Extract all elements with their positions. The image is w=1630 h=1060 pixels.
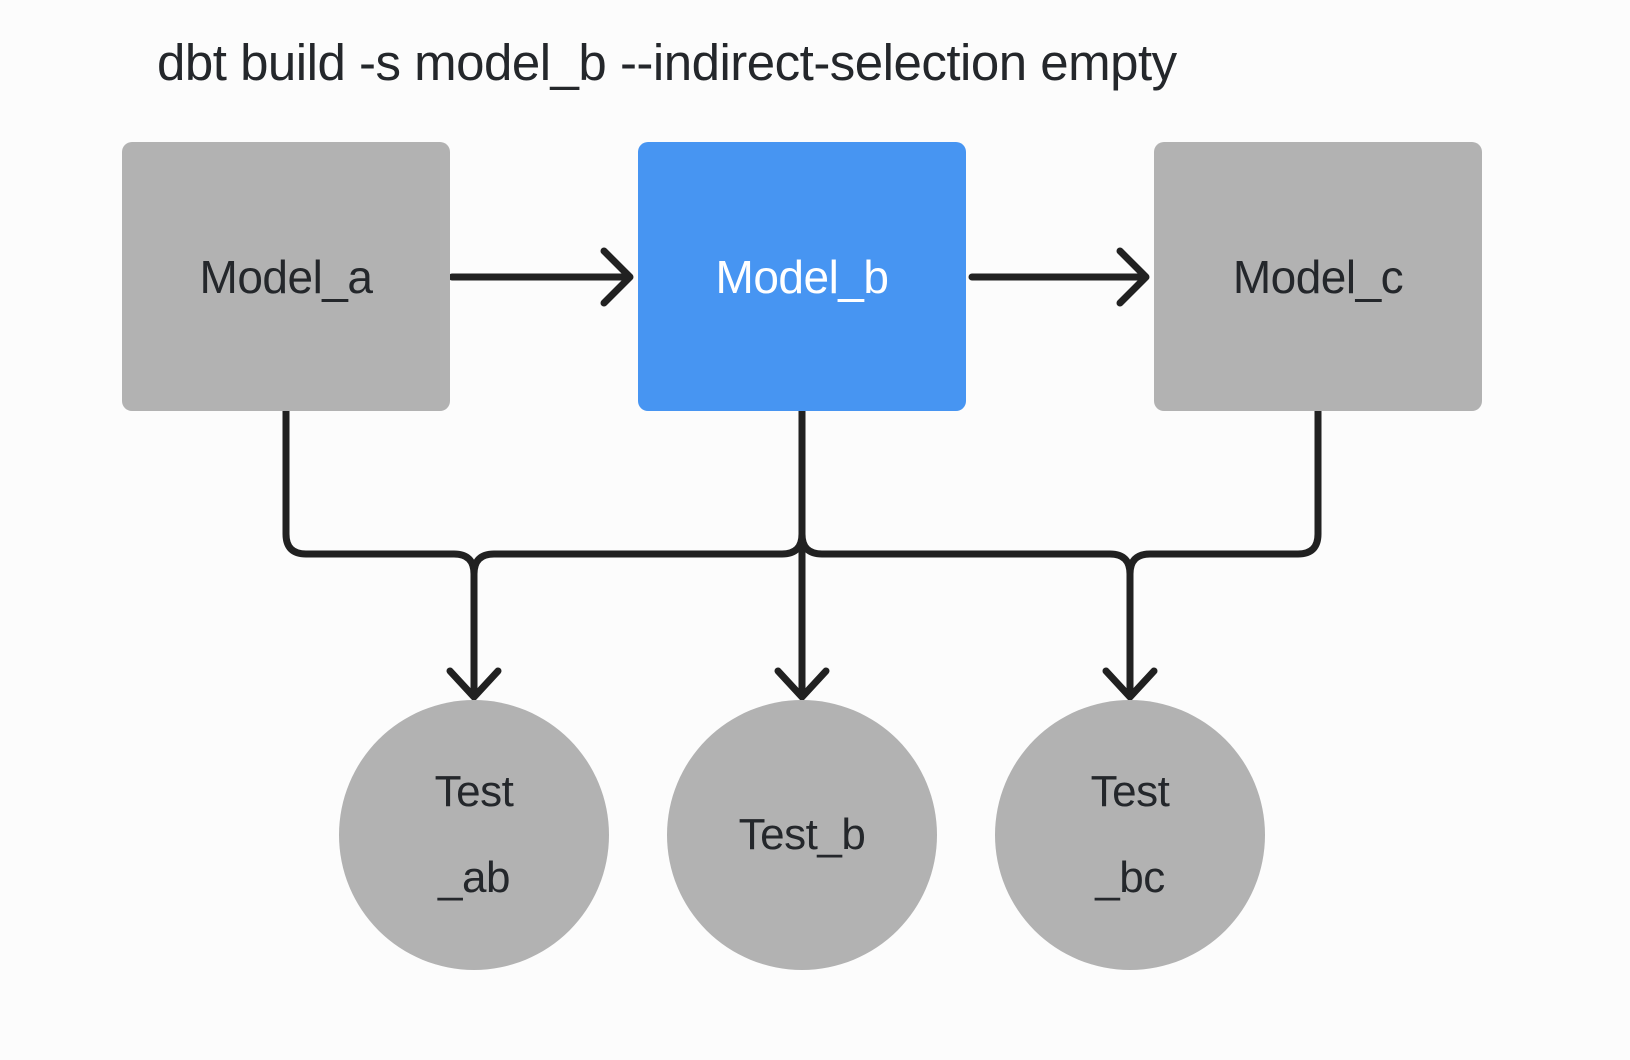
arrowhead-test-ab <box>446 667 502 701</box>
arrowhead-model-c <box>1116 247 1150 307</box>
node-test-ab-label-line2: _ab <box>438 853 510 902</box>
arrowhead-model-b <box>600 247 634 307</box>
node-model-c-label: Model_c <box>1232 250 1404 303</box>
edge-model-b-to-test-bc <box>798 407 1134 696</box>
node-model-b-label: Model_b <box>715 250 889 303</box>
node-test-b: Test_b <box>667 700 937 970</box>
node-test-b-label: Test_b <box>738 810 866 859</box>
node-test-ab-label-line1: Test <box>434 767 514 816</box>
node-test-bc-label-line2: _bc <box>1095 853 1165 902</box>
edge-model-c-to-test-bc <box>1126 407 1322 696</box>
node-model-c: Model_c <box>1154 142 1482 411</box>
node-test-bc-label-line1: Test <box>1090 767 1170 816</box>
node-test-bc: Test _bc <box>995 700 1265 970</box>
edge-model-b-to-test-ab <box>470 407 806 696</box>
arrowhead-test-b <box>774 667 830 701</box>
edge-model-a-to-test-ab <box>282 407 478 696</box>
node-test-ab: Test _ab <box>339 700 609 970</box>
diagram-title: dbt build -s model_b --indirect-selectio… <box>157 34 1177 91</box>
node-model-b: Model_b <box>638 142 966 411</box>
node-model-a: Model_a <box>122 142 450 411</box>
node-model-a-label: Model_a <box>199 250 373 303</box>
arrowhead-test-bc <box>1102 667 1158 701</box>
